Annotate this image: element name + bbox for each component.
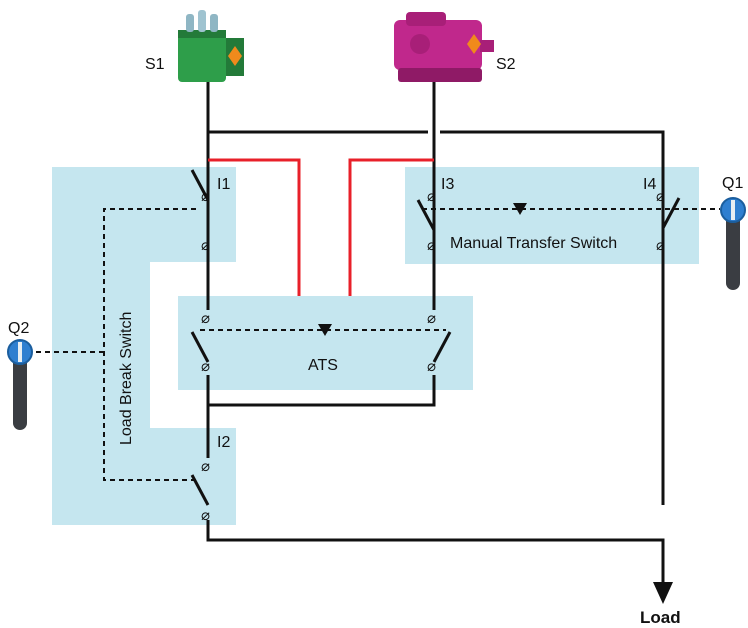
load-break-switch-label: Load Break Switch [118, 312, 135, 445]
terminal-i3-top: ⌀ [427, 187, 436, 205]
terminal-i2-bottom: ⌀ [201, 506, 210, 524]
ats-right-blade [432, 331, 452, 363]
manual-transfer-switch-label: Manual Transfer Switch [450, 235, 617, 252]
control-wire-s2 [348, 158, 434, 296]
control-wire-s1 [208, 158, 301, 296]
i3-blade [416, 199, 436, 231]
terminal-ats-right-bottom: ⌀ [427, 357, 436, 375]
i1-blade [190, 169, 210, 201]
terminal-ats-right-top: ⌀ [427, 309, 436, 327]
s2-label: S2 [496, 56, 516, 73]
manual-transfer-switch-panel [405, 167, 699, 264]
terminal-i2-top: ⌀ [201, 457, 210, 475]
terminal-i1-top: ⌀ [201, 187, 210, 205]
s1-label: S1 [145, 56, 165, 73]
top-bus-wire [208, 130, 665, 505]
load-label: Load [640, 608, 681, 627]
terminal-i1-bottom: ⌀ [201, 236, 210, 254]
q2-label: Q2 [8, 320, 29, 337]
i4-label: I4 [643, 176, 656, 193]
terminal-ats-left-top: ⌀ [201, 309, 210, 327]
load-bus-wire [206, 520, 665, 590]
terminal-i3-bottom: ⌀ [427, 236, 436, 254]
i4-blade [661, 197, 681, 229]
terminal-i4-top: ⌀ [656, 187, 665, 205]
ats-lower-bus [208, 375, 436, 407]
terminal-symbols: ⌀ ⌀ ⌀ ⌀ ⌀ ⌀ ⌀ ⌀ ⌀ ⌀ ⌀ ⌀ [201, 187, 665, 524]
i3-label: I3 [441, 176, 454, 193]
q1-label: Q1 [722, 175, 743, 192]
ats-link-arrow-icon [318, 324, 332, 336]
terminal-ats-left-bottom: ⌀ [201, 357, 210, 375]
s2-generator-icon [394, 12, 494, 82]
i2-label: I2 [217, 434, 230, 451]
ats-left-blade [190, 331, 210, 363]
s1-transformer-icon [178, 10, 244, 82]
terminal-i4-bottom: ⌀ [656, 236, 665, 254]
q2-handle-icon[interactable] [7, 339, 33, 430]
q1-handle-icon[interactable] [720, 197, 746, 290]
ats-panel [178, 296, 473, 390]
load-arrow-icon [653, 582, 673, 604]
i1-label: I1 [217, 176, 230, 193]
mts-link-arrow-icon [513, 203, 527, 215]
load-break-switch-panel [52, 167, 236, 525]
load-break-switch-link [36, 208, 196, 481]
ats-label: ATS [308, 357, 338, 374]
